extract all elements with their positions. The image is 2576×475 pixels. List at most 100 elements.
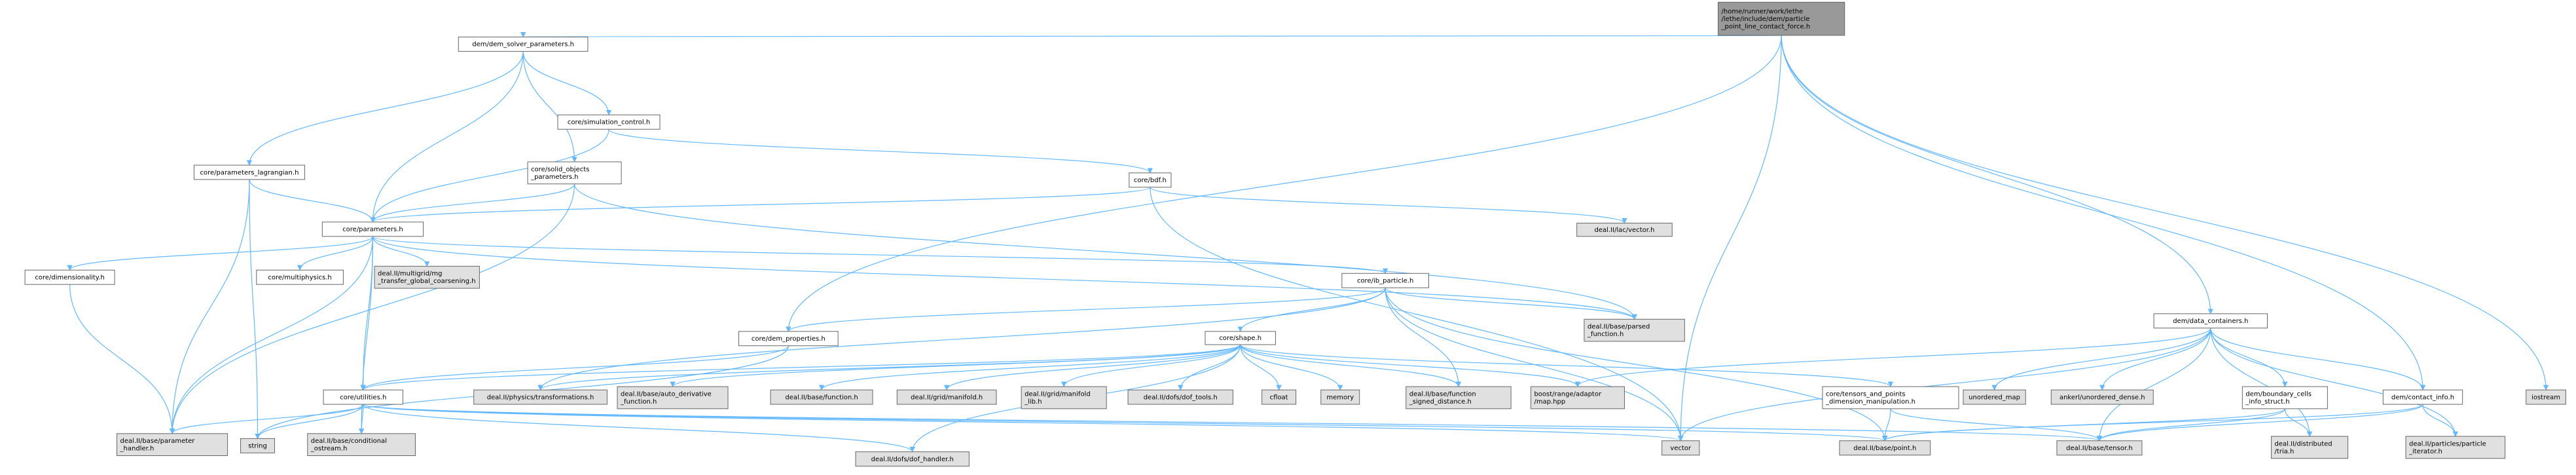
- node-label: core/utilities.h: [340, 394, 386, 401]
- node-box: [2405, 436, 2506, 459]
- node-shape[interactable]: core/shape.h: [1205, 331, 1276, 345]
- node-box: [527, 161, 622, 185]
- node-cond_ostream: deal.II/base/conditional_ostream.h: [307, 433, 416, 456]
- edge-root-to-contact_info: [1781, 35, 2426, 391]
- edge-parameters-to-ib_particle: [372, 236, 1388, 275]
- node-box: [1261, 389, 1297, 405]
- node-box: [2056, 440, 2143, 456]
- node-box: [2526, 389, 2566, 405]
- node-box: [2382, 389, 2463, 405]
- edge-param_lagr-to-string: [249, 179, 261, 440]
- edge-bdf-to-vector: [1150, 187, 1684, 442]
- node-dem_props[interactable]: core/dem_properties.h: [738, 331, 839, 347]
- edge-boundary_cells-to-base_tensor: [2096, 408, 2285, 442]
- node-sim_control[interactable]: core/simulation_control.h: [557, 114, 661, 130]
- node-bdf[interactable]: core/bdf.h: [1129, 172, 1172, 188]
- node-multiphysics[interactable]: core/multiphysics.h: [256, 269, 344, 285]
- node-physics_trans: deal.II/physics/transformations.h: [473, 389, 608, 405]
- edge-solid_obj-to-parsed_func: [573, 183, 1637, 320]
- node-utilities[interactable]: core/utilities.h: [323, 389, 403, 405]
- node-parsed_func: deal.II/base/parsed_function.h: [1584, 318, 1685, 342]
- edge-utilities-to-cond_ostream: [358, 404, 365, 434]
- node-box: [738, 331, 839, 347]
- node-label: dem/dem_solver_parameters.h: [472, 41, 574, 48]
- node-label: _signed_distance.h: [1409, 398, 1472, 406]
- edge-solid_obj-to-param_handler: [169, 183, 575, 434]
- node-label: deal.II/grid/manifold.h: [911, 394, 983, 401]
- node-label: memory: [1326, 394, 1354, 401]
- edge-dem_solver-to-parameters: [370, 51, 524, 223]
- edge-parameters-to-dimensionality: [67, 236, 374, 271]
- node-label: dem/boundary_cells: [2245, 390, 2312, 398]
- node-solid_obj[interactable]: core/solid_objects_parameters.h: [527, 161, 622, 185]
- edge-shape-to-utilities: [360, 344, 1241, 391]
- node-label: /map.hpp: [1534, 398, 1565, 406]
- node-label: dem/data_containers.h: [2173, 318, 2248, 325]
- node-cfloat: cfloat: [1261, 389, 1297, 405]
- node-label: /tria.h: [2275, 448, 2295, 455]
- edge-shape-to-tensors_pts: [1240, 344, 1893, 387]
- node-label: core/tensors_and_points: [1826, 390, 1906, 398]
- node-grid_manifold: deal.II/grid/manifold.h: [896, 389, 997, 405]
- node-label: _lib.h: [1024, 398, 1042, 406]
- node-label: deal.II/multigrid/mg: [378, 271, 442, 278]
- edge-data_containers-to-dist_tria: [2210, 328, 2313, 437]
- edge-shape-to-auto_deriv: [670, 344, 1241, 387]
- node-box: [374, 265, 480, 289]
- node-root[interactable]: /home/runner/work/lethe/lethe/include/de…: [1717, 1, 1845, 36]
- node-box: [193, 164, 305, 180]
- edge-ib_particle-to-parsed_func: [1385, 287, 1637, 320]
- node-dimensionality[interactable]: core/dimensionality.h: [24, 269, 115, 285]
- node-contact_info[interactable]: dem/contact_info.h: [2382, 389, 2463, 405]
- edge-data_containers-to-contact_info: [2210, 328, 2426, 391]
- node-label: core/dem_properties.h: [752, 335, 825, 343]
- node-memory: memory: [1320, 389, 1360, 405]
- node-parameters[interactable]: core/parameters.h: [321, 221, 424, 237]
- edge-layer: [67, 31, 2549, 453]
- node-box: [256, 269, 344, 285]
- node-dem_solver[interactable]: dem/dem_solver_parameters.h: [458, 36, 589, 52]
- edge-parameters-to-multiphysics: [297, 236, 374, 271]
- edge-utilities-to-dof_handler: [363, 404, 915, 453]
- node-auto_deriv: deal.II/base/auto_derivative_function.h: [617, 386, 729, 409]
- node-box: [1584, 318, 1685, 342]
- node-label: deal.II/physics/transformations.h: [487, 394, 594, 401]
- node-label: deal.II/particles/particle: [2409, 440, 2486, 447]
- node-vector: vector: [1661, 440, 1700, 456]
- node-box: [1205, 331, 1276, 345]
- node-label: core/dimensionality.h: [35, 274, 104, 281]
- node-label: core/solid_objects: [531, 166, 589, 173]
- node-base_tensor: deal.II/base/tensor.h: [2056, 440, 2143, 456]
- node-label: core/simulation_control.h: [568, 119, 650, 126]
- node-label: deal.II/base/tensor.h: [2066, 445, 2133, 452]
- node-box: [1129, 172, 1172, 188]
- node-label: core/multiphysics.h: [268, 274, 331, 281]
- edge-parameters-to-mg_transfer: [372, 236, 430, 267]
- node-unordered_map: unordered_map: [1963, 389, 2026, 405]
- node-label: _point_line_contact_force.h: [1720, 23, 1810, 30]
- node-param_lagr[interactable]: core/parameters_lagrangian.h: [193, 164, 305, 180]
- node-box: [896, 389, 997, 405]
- node-boundary_cells[interactable]: dem/boundary_cells_info_struct.h: [2241, 386, 2328, 409]
- node-box: [1320, 389, 1360, 405]
- node-box: [240, 438, 276, 453]
- node-ib_particle[interactable]: core/ib_particle.h: [1341, 273, 1429, 288]
- node-label: deal.II/dofs/dof_tools.h: [1144, 394, 1218, 401]
- node-box: [24, 269, 115, 285]
- node-data_containers[interactable]: dem/data_containers.h: [2153, 313, 2268, 329]
- node-grid_manifold_lib: deal.II/grid/manifold_lib.h: [1021, 386, 1107, 409]
- node-label: _parameters.h: [530, 174, 579, 181]
- node-box: [307, 433, 416, 456]
- node-dof_tools: deal.II/dofs/dof_tools.h: [1127, 389, 1233, 405]
- edge-root-to-vector: [1678, 35, 1782, 442]
- node-box: [1341, 273, 1429, 288]
- node-box: [1021, 386, 1107, 409]
- node-box: [1576, 223, 1673, 237]
- edge-dimensionality-to-param_handler: [69, 284, 175, 434]
- node-tensors_pts[interactable]: core/tensors_and_points_dimension_manipu…: [1822, 386, 1959, 409]
- node-label: _info_struct.h: [2245, 398, 2289, 406]
- node-dof_handler: deal.II/dofs/dof_handler.h: [855, 451, 970, 467]
- node-label: _handler.h: [120, 446, 154, 453]
- edge-data_containers-to-particle_iter: [2210, 328, 2458, 437]
